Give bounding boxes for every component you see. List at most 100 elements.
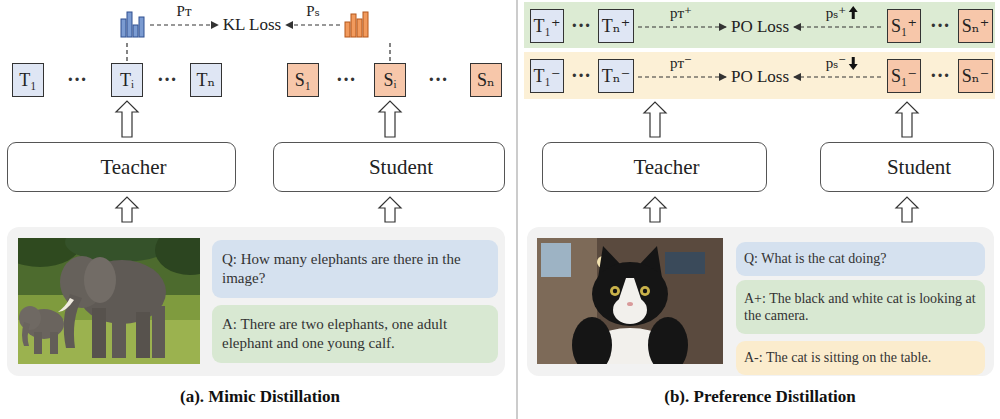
cat-photo	[610, 286, 620, 296]
loss-label: KL Loss	[223, 16, 281, 35]
panel-caption: (a). Mimic Distillation	[180, 388, 340, 407]
model-box: Student	[273, 142, 505, 192]
answer-box: A+: The black and white cat is looking a…	[736, 280, 985, 334]
token-box: Sᵢ	[374, 63, 406, 97]
token-box: T₁	[12, 63, 44, 97]
token-box: Sₙ⁺	[958, 9, 993, 43]
cat-photo	[541, 243, 571, 277]
student-distribution	[351, 14, 356, 37]
cat-photo	[572, 317, 612, 364]
node-text: Q: What is the cat doing?	[744, 250, 886, 268]
elephant-photo	[152, 306, 165, 358]
ellipsis: ···	[336, 68, 356, 90]
node-text: Sₙ⁻	[962, 65, 989, 87]
distribution-label: pₛ⁻	[826, 55, 846, 72]
model-box: Student	[820, 142, 994, 192]
question-box: Q: How many elephants are there in the i…	[212, 240, 498, 298]
node-text: Sᵢ	[384, 70, 397, 91]
dashed-arrow	[286, 24, 340, 25]
dashed-leader	[126, 41, 127, 61]
answer-box: A-: The cat is sitting on the table.	[736, 341, 985, 375]
node-text: T₁⁻	[534, 65, 561, 87]
trend-arrow	[849, 57, 858, 70]
node-text: Tₙ⁻	[602, 65, 630, 87]
node-text: Student	[887, 155, 951, 180]
teacher-distribution	[133, 25, 138, 37]
node-text: Tₙ⁺	[602, 15, 630, 37]
token-box: Tₙ	[190, 63, 222, 97]
node-text: S₁	[295, 70, 311, 91]
cat-photo	[640, 286, 650, 296]
hollow-arrow	[896, 197, 918, 222]
rejected-band	[524, 52, 995, 99]
loss-label: PO Loss	[731, 68, 789, 87]
dashed-arrow	[794, 26, 881, 27]
model-box: Teacher	[7, 142, 236, 192]
dashed-arrow	[638, 26, 726, 27]
hollow-arrow	[116, 197, 138, 222]
cat-photo	[613, 289, 617, 293]
elephant-photo	[112, 312, 126, 358]
token-box: Tᵢ	[111, 63, 143, 97]
elephant-photo	[58, 298, 74, 312]
token-box: T₁⁺	[530, 9, 564, 43]
ellipsis: ···	[930, 14, 950, 36]
cat-photo	[648, 317, 688, 364]
ellipsis: ···	[67, 68, 87, 90]
node-text: Tᵢ	[120, 70, 134, 91]
hollow-arrow	[644, 102, 666, 137]
elephant-photo	[64, 294, 82, 348]
node-text: A-: The cat is sitting on the table.	[744, 349, 931, 367]
distribution-label: Pₛ	[306, 3, 319, 20]
student-distribution	[363, 12, 368, 37]
hollow-arrow	[379, 197, 401, 222]
teacher-distribution	[127, 12, 132, 37]
token-box: S₁⁺	[887, 9, 921, 43]
token-box: Sₙ⁻	[958, 59, 993, 93]
cat-photo	[643, 289, 647, 293]
ellipsis: ···	[157, 68, 177, 90]
dashed-arrow	[794, 76, 881, 77]
node-text: Teacher	[633, 155, 699, 180]
token-box: Tₙ⁻	[598, 59, 634, 93]
hollow-arrow	[896, 102, 918, 137]
ellipsis: ···	[571, 14, 591, 36]
ellipsis: ···	[571, 64, 591, 86]
teacher-distribution	[121, 19, 126, 37]
hollow-arrow	[379, 101, 401, 137]
elephant-photo	[34, 332, 42, 354]
node-text: Sₙ	[477, 69, 495, 91]
cat-photo	[592, 262, 668, 326]
hollow-arrow	[116, 102, 918, 222]
node-text: Tₙ	[197, 69, 216, 91]
panel-caption: (b). Preference Distillation	[664, 388, 856, 407]
ellipsis: ···	[930, 64, 950, 86]
distribution-label: pᴛ⁻	[670, 55, 692, 72]
student-distribution	[345, 22, 350, 37]
node-text: S₁⁺	[891, 15, 917, 37]
node-text: A+: The black and white cat is looking a…	[744, 290, 977, 325]
hollow-arrow	[116, 101, 138, 137]
trend-arrow	[849, 6, 858, 19]
panel-divider	[517, 0, 518, 419]
teacher-distribution	[139, 17, 144, 37]
node-text: Sₙ⁺	[962, 15, 989, 37]
node-text: Teacher	[100, 155, 166, 180]
student-distribution	[345, 12, 368, 37]
elephant-photo	[92, 308, 106, 358]
question-box: Q: What is the cat doing?	[736, 242, 985, 276]
teacher-distribution	[121, 12, 144, 37]
token-box: S₁⁻	[887, 59, 921, 93]
elephant-photo	[155, 238, 200, 275]
ellipsis: ···	[428, 68, 448, 90]
node-text: Student	[369, 155, 433, 180]
token-box: T₁⁻	[530, 59, 564, 93]
node-text: S₁⁻	[891, 65, 917, 87]
dashed-arrow	[150, 24, 218, 25]
hollow-arrow	[644, 197, 666, 222]
token-box: Tₙ⁺	[598, 9, 634, 43]
cat-photo	[665, 252, 705, 274]
student-distribution	[357, 19, 362, 37]
node-text: T₁	[19, 70, 36, 91]
input-panel	[527, 227, 994, 376]
